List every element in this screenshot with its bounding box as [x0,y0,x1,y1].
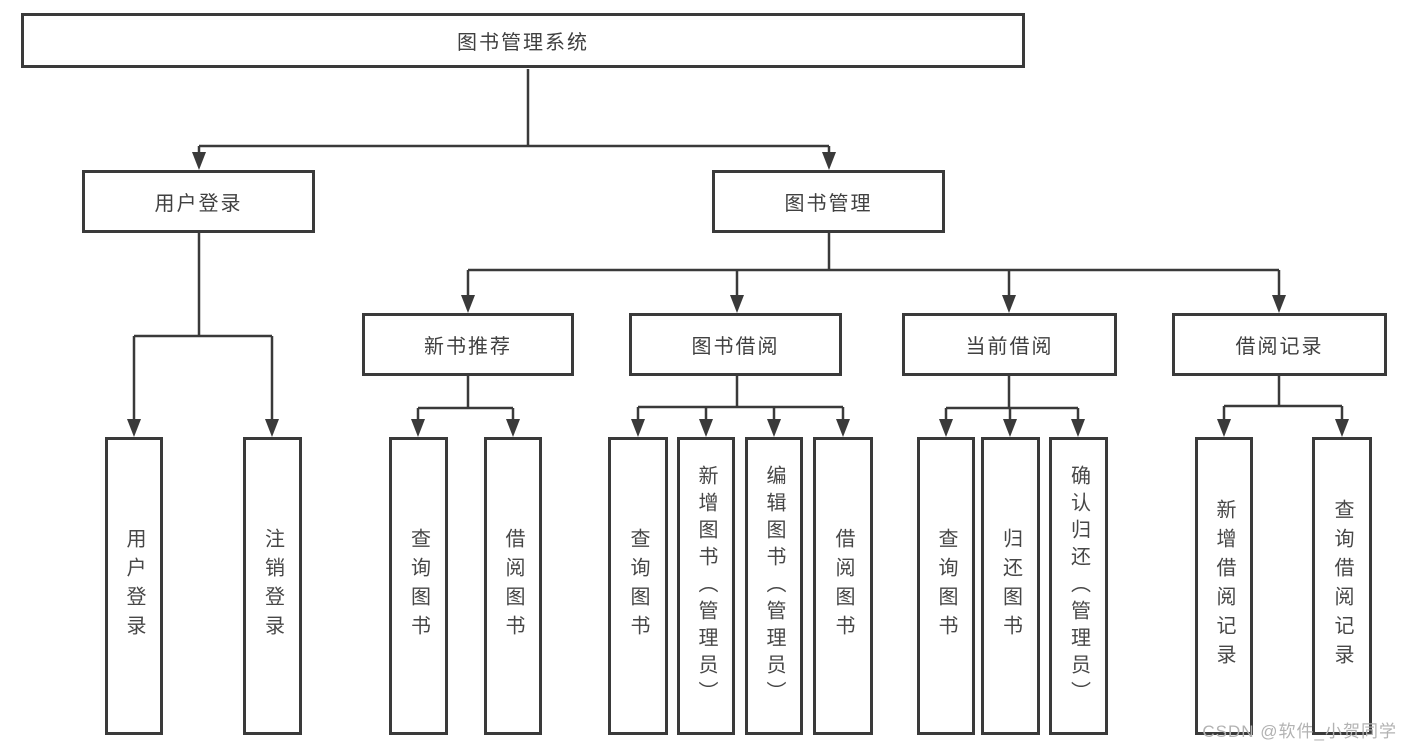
leaf-query-borrow-record: 查询借阅记录 [1312,437,1372,735]
leaf-add-borrow-record: 新增借阅记录 [1195,437,1253,735]
node-borrow-records-label: 借阅记录 [1235,336,1324,358]
node-borrow-records: 借阅记录 [1172,313,1387,376]
leaf-return-books-label: 归还图书 [999,528,1022,644]
node-new-book-recommend-label: 新书推荐 [424,336,512,358]
leaf-query-books-1-label: 查询图书 [407,528,430,644]
watermark: CSDN @软件_小贺同学 [1202,722,1397,741]
leaf-add-borrow-record-label: 新增借阅记录 [1213,499,1235,673]
node-new-book-recommend: 新书推荐 [362,313,574,376]
node-book-borrowing: 图书借阅 [629,313,842,376]
leaf-user-login: 用户登录 [105,437,163,735]
node-current-borrowing-label: 当前借阅 [965,336,1054,358]
node-book-management: 图书管理 [712,170,945,233]
node-book-management-label: 图书管理 [784,193,873,215]
leaf-query-books-2: 查询图书 [608,437,668,735]
leaf-borrow-books-2-label: 借阅图书 [832,528,854,644]
leaf-return-books: 归还图书 [981,437,1040,735]
arrowheads [127,152,1349,437]
node-user-login: 用户登录 [82,170,315,233]
leaf-logout: 注销登录 [243,437,302,735]
leaf-edit-books-admin: 编辑图书（管理员） [745,437,803,735]
node-root: 图书管理系统 [21,13,1025,68]
leaf-query-books-2-label: 查询图书 [627,528,649,644]
leaf-query-books-1: 查询图书 [389,437,448,735]
leaf-add-books-admin-label: 新增图书（管理员） [695,464,717,708]
leaf-query-books-3-label: 查询图书 [935,528,957,644]
leaf-query-borrow-record-label: 查询借阅记录 [1331,499,1353,673]
node-current-borrowing: 当前借阅 [902,313,1117,376]
leaf-user-login-label: 用户登录 [123,528,145,644]
node-user-login-label: 用户登录 [154,193,243,215]
leaf-borrow-books-1: 借阅图书 [484,437,542,735]
leaf-confirm-return-admin: 确认归还（管理员） [1049,437,1108,735]
leaf-confirm-return-admin-label: 确认归还（管理员） [1067,464,1090,708]
node-root-label: 图书管理系统 [457,32,589,54]
leaf-query-books-3: 查询图书 [917,437,975,735]
leaf-logout-label: 注销登录 [261,528,284,644]
leaf-borrow-books-2: 借阅图书 [813,437,873,735]
leaf-edit-books-admin-label: 编辑图书（管理员） [763,464,785,708]
node-book-borrowing-label: 图书借阅 [691,336,780,358]
leaf-add-books-admin: 新增图书（管理员） [677,437,735,735]
leaf-borrow-books-1-label: 借阅图书 [502,528,524,644]
